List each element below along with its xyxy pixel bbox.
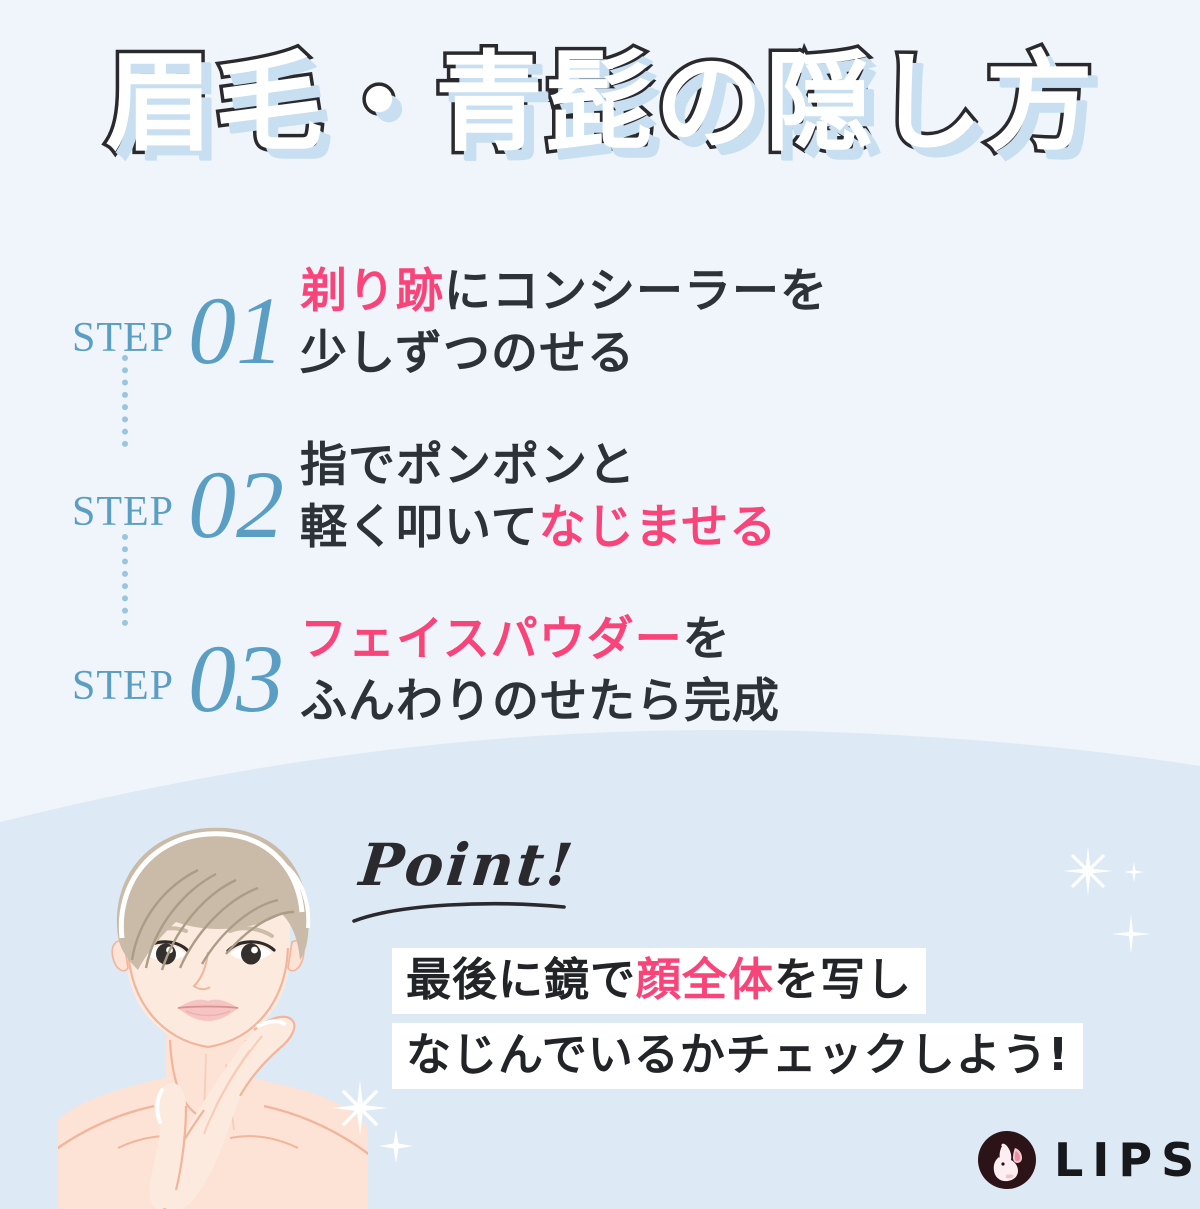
lips-logo: LIPS bbox=[978, 1131, 1200, 1189]
steps-list: STEP 01 剃り跡にコンシーラーを 少しずつのせる STEP 02 指でポン… bbox=[0, 236, 1200, 758]
step-1-highlight: 剃り跡 bbox=[300, 263, 444, 319]
step-label-1: STEP bbox=[71, 315, 174, 361]
step-2-highlight: なじませる bbox=[538, 500, 778, 555]
step-number-2: 02 bbox=[188, 451, 284, 558]
lips-wordmark: LIPS bbox=[1054, 1133, 1200, 1187]
sparkle-icon-right-tiny bbox=[1123, 861, 1145, 888]
step-1-rest: にコンシーラーを bbox=[444, 263, 828, 319]
sparkle-icon-right-large bbox=[1062, 845, 1114, 902]
step-connector-1 bbox=[122, 355, 134, 447]
step-label-3: STEP bbox=[71, 663, 174, 709]
step-text-3-line1: フェイスパウダーを bbox=[300, 609, 1200, 671]
deer-head-icon bbox=[978, 1131, 1036, 1189]
step-badge-1: STEP 01 bbox=[0, 275, 300, 379]
step-number-3: 03 bbox=[188, 625, 284, 732]
step-3-rest: を bbox=[682, 611, 731, 667]
point-line-2: なじんでいるかチェックしよう! bbox=[392, 1022, 1084, 1089]
point-line-1-a: 最後に鏡で bbox=[406, 953, 637, 1006]
step-badge-2: STEP 02 bbox=[0, 449, 300, 553]
step-label-2: STEP bbox=[71, 489, 174, 535]
step-number-1: 01 bbox=[188, 277, 284, 384]
step-connector-2 bbox=[122, 534, 134, 626]
man-illustration bbox=[58, 818, 368, 1209]
step-text-1-line1: 剃り跡にコンシーラーを bbox=[300, 261, 1200, 323]
sparkle-icon-left-small bbox=[378, 1128, 414, 1169]
step-text-2: 指でポンポンと 軽く叩いてなじませる bbox=[300, 435, 1200, 559]
page-title-wrapper: 眉毛・青髭の隠し方 bbox=[0, 38, 1200, 169]
step-text-3-line2: ふんわりのせたら完成 bbox=[300, 674, 780, 729]
step-2-plain: 軽く叩いて bbox=[300, 500, 539, 555]
page-title: 眉毛・青髭の隠し方 bbox=[101, 38, 1096, 169]
step-text-2-line1: 指でポンポンと bbox=[300, 437, 636, 493]
point-heading: Point! bbox=[356, 831, 579, 899]
sparkle-icon-right-medium bbox=[1110, 913, 1152, 960]
point-line-1-highlight: 顔全体 bbox=[636, 953, 775, 1006]
step-text-1-line2: 少しずつのせる bbox=[300, 326, 636, 381]
step-badge-3: STEP 03 bbox=[0, 623, 300, 727]
point-heading-wrapper: Point! bbox=[352, 831, 680, 923]
step-3-highlight: フェイスパウダー bbox=[300, 611, 683, 667]
point-underline-stroke bbox=[352, 901, 566, 923]
step-text-2-line2: 軽く叩いてなじませる bbox=[300, 497, 1200, 559]
point-line-1: 最後に鏡で顔全体を写し bbox=[392, 948, 927, 1014]
point-text-block: 最後に鏡で顔全体を写し なじんでいるかチェックしよう! bbox=[392, 948, 1092, 1098]
step-item-3: STEP 03 フェイスパウダーを ふんわりのせたら完成 bbox=[0, 584, 1200, 758]
step-text-3: フェイスパウダーを ふんわりのせたら完成 bbox=[300, 609, 1200, 733]
sparkle-icon-left-large bbox=[330, 1078, 390, 1143]
step-text-1: 剃り跡にコンシーラーを 少しずつのせる bbox=[300, 261, 1200, 385]
step-item-2: STEP 02 指でポンポンと 軽く叩いてなじませる bbox=[0, 410, 1200, 584]
step-item-1: STEP 01 剃り跡にコンシーラーを 少しずつのせる bbox=[0, 236, 1200, 410]
point-line-1-b: を写し bbox=[774, 953, 913, 1006]
